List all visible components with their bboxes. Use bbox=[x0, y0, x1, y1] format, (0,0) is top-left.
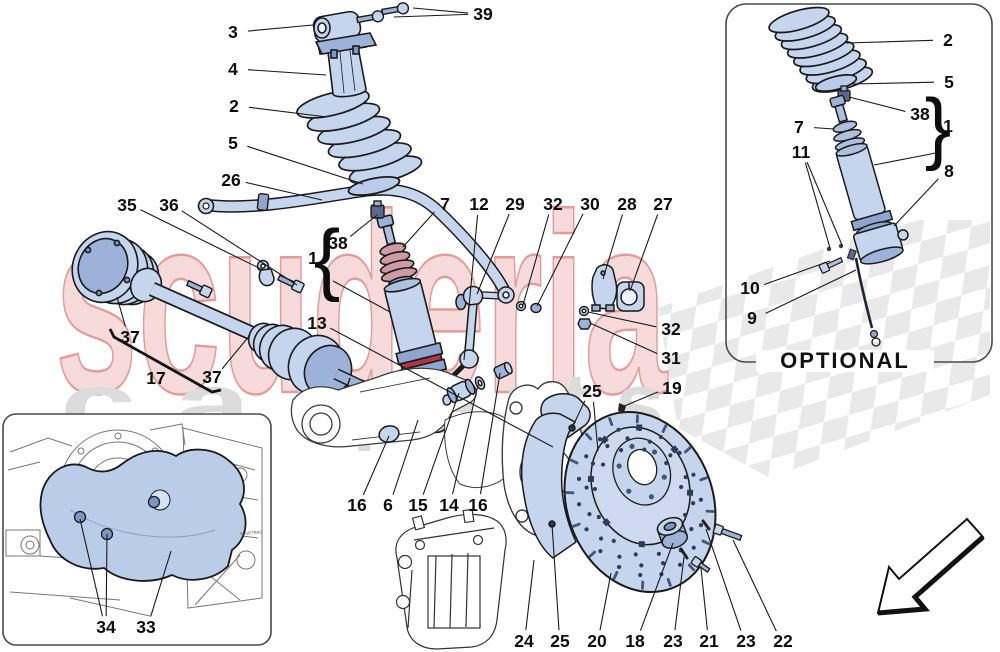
callout-16: 16 bbox=[468, 495, 488, 515]
bar-bushing bbox=[616, 281, 645, 312]
spring-seat bbox=[347, 175, 401, 197]
callout-21: 21 bbox=[699, 631, 719, 651]
gearbox-marking-text: W GETRAG bbox=[240, 529, 263, 536]
drop-link bbox=[445, 285, 515, 383]
callout-39: 39 bbox=[473, 4, 493, 24]
callout-20: 20 bbox=[587, 631, 607, 651]
group-bracket-17 bbox=[108, 328, 222, 394]
callout-29: 29 bbox=[505, 194, 525, 214]
callout-2: 2 bbox=[943, 30, 953, 50]
coil-spring bbox=[296, 89, 423, 185]
callout-23: 23 bbox=[663, 631, 683, 651]
callout-30: 30 bbox=[580, 194, 600, 214]
callout-37: 37 bbox=[202, 367, 221, 387]
callout-38: 38 bbox=[910, 104, 930, 124]
optional-box-label: OPTIONAL bbox=[780, 348, 910, 373]
callout-25: 25 bbox=[582, 381, 602, 401]
bar-bushing-bracket bbox=[591, 264, 618, 312]
shield-bolt bbox=[73, 510, 87, 524]
leader-lines bbox=[79, 7, 942, 632]
callout-2: 2 bbox=[229, 96, 239, 116]
callout-26: 26 bbox=[221, 170, 241, 190]
hub-nut bbox=[656, 516, 689, 550]
shock-bushing-kit bbox=[442, 361, 513, 406]
callout-12: 12 bbox=[469, 194, 489, 214]
shield-bolt bbox=[147, 495, 161, 509]
tiny-screw bbox=[826, 246, 832, 252]
callout-32: 32 bbox=[543, 194, 563, 214]
callout-15: 15 bbox=[408, 495, 428, 515]
callout-27: 27 bbox=[653, 194, 672, 214]
flange-bolt bbox=[185, 279, 213, 299]
callout-3: 3 bbox=[228, 22, 238, 42]
callout-7: 7 bbox=[794, 117, 804, 137]
group-brace: } bbox=[925, 83, 952, 172]
anti-roll-bar bbox=[197, 183, 510, 293]
checkered-flag-pattern bbox=[658, 220, 990, 478]
callout-4: 4 bbox=[228, 59, 238, 79]
caliper-bolt bbox=[712, 523, 743, 542]
optional-spring-seat bbox=[814, 74, 858, 92]
split-pin bbox=[679, 547, 689, 560]
callout-23: 23 bbox=[736, 631, 756, 651]
callout-14: 14 bbox=[439, 495, 459, 515]
callout-34: 34 bbox=[96, 617, 116, 637]
mount-bolt bbox=[356, 10, 385, 24]
top-mount bbox=[312, 10, 378, 59]
callout-37: 37 bbox=[120, 327, 139, 347]
callout-5: 5 bbox=[228, 133, 238, 153]
brake-disc bbox=[563, 411, 717, 593]
callout-1: 1 bbox=[308, 248, 318, 268]
brake-caliper bbox=[395, 508, 507, 650]
callout-28: 28 bbox=[617, 194, 637, 214]
callout-32: 32 bbox=[661, 319, 681, 339]
drive-shaft bbox=[71, 230, 383, 398]
callout-25: 25 bbox=[550, 631, 570, 651]
callout-11: 11 bbox=[792, 142, 811, 162]
split-pin bbox=[701, 519, 711, 531]
callout-10: 10 bbox=[740, 278, 760, 298]
bar-clamp-38 bbox=[370, 200, 385, 219]
optional-shock-absorber bbox=[829, 94, 909, 265]
adjuster-cable bbox=[846, 248, 881, 347]
callout-31: 31 bbox=[661, 348, 681, 368]
callout-6: 6 bbox=[383, 495, 393, 515]
callout-13: 13 bbox=[307, 313, 327, 333]
callout-7: 7 bbox=[440, 194, 450, 214]
gearbox-inset-box: W GETRAG bbox=[2, 413, 272, 646]
callout-33: 33 bbox=[136, 617, 156, 637]
mount-bolt bbox=[381, 2, 410, 16]
group-brace: { bbox=[314, 214, 341, 303]
optional-box: OPTIONAL bbox=[725, 3, 993, 373]
callout-16: 16 bbox=[347, 495, 367, 515]
bracket-washer-nut bbox=[577, 305, 592, 330]
callout-5: 5 bbox=[944, 72, 954, 92]
tiny-screw bbox=[838, 243, 844, 249]
callout-36: 36 bbox=[159, 195, 179, 215]
callout-8: 8 bbox=[944, 161, 954, 181]
wheel-bolt bbox=[690, 556, 711, 574]
retaining-clip bbox=[618, 403, 626, 413]
heat-shield bbox=[39, 448, 247, 582]
lower-control-arm bbox=[290, 367, 477, 448]
callout-38: 38 bbox=[328, 233, 348, 253]
callout-1: 1 bbox=[943, 116, 953, 136]
callout-35: 35 bbox=[117, 195, 137, 215]
callout-9: 9 bbox=[747, 308, 757, 328]
callout-22: 22 bbox=[773, 631, 793, 651]
direction-arrow-icon bbox=[876, 517, 985, 616]
spacer-cap bbox=[378, 425, 400, 443]
clamp-bolt bbox=[276, 274, 305, 294]
callout-24: 24 bbox=[514, 631, 534, 651]
callout-18: 18 bbox=[625, 631, 645, 651]
callout-19: 19 bbox=[662, 378, 682, 398]
callout-17: 17 bbox=[146, 368, 165, 388]
